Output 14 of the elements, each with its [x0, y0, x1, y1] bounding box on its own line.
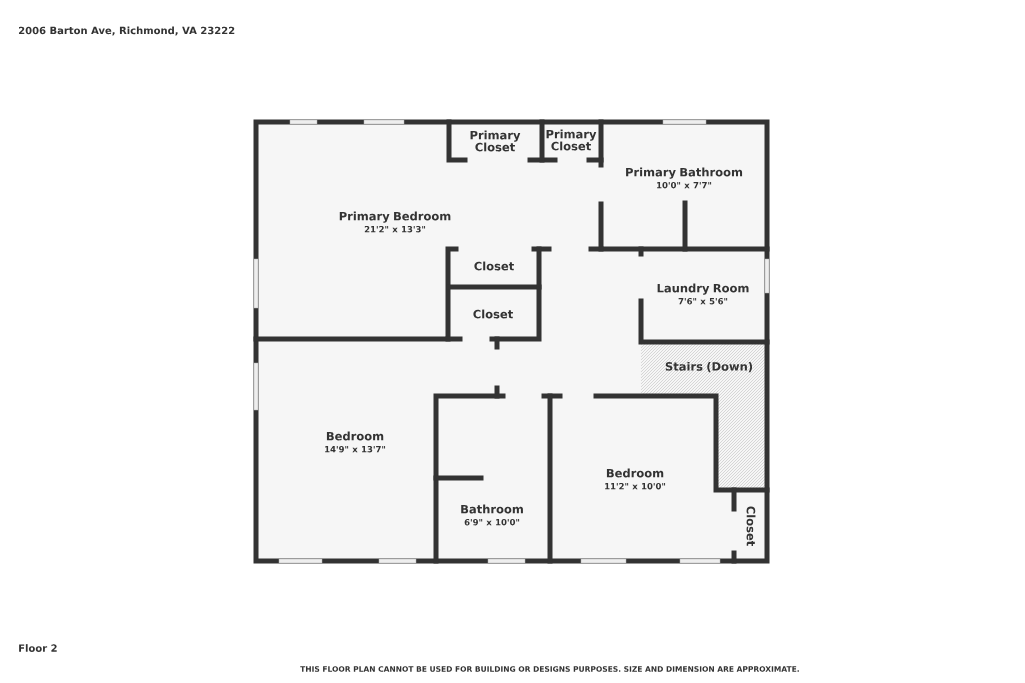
floor-label: Floor 2 [19, 644, 57, 652]
room-label: Primary Closet [470, 130, 521, 152]
room-label: Laundry Room 7'6" x 5'6" [657, 283, 749, 305]
room-label: Primary Bathroom 10'0" x 7'7" [626, 167, 743, 189]
room-label: Closet [473, 309, 513, 319]
room-label: Primary Bedroom 21'2" x 13'3" [339, 211, 451, 233]
room-label: Stairs (Down) [665, 361, 753, 373]
room-label: Primary Closet [546, 129, 597, 151]
room-label: Bathroom 6'9" x 10'0" [461, 504, 523, 526]
room-label: Closet [746, 506, 756, 546]
address-title: 2006 Barton Ave, Richmond, VA 23222 [19, 26, 235, 36]
room-label: Bedroom 14'9" x 13'7" [325, 431, 386, 453]
room-label: Bedroom 11'2" x 10'0" [605, 468, 666, 490]
room-label: Closet [474, 261, 514, 271]
